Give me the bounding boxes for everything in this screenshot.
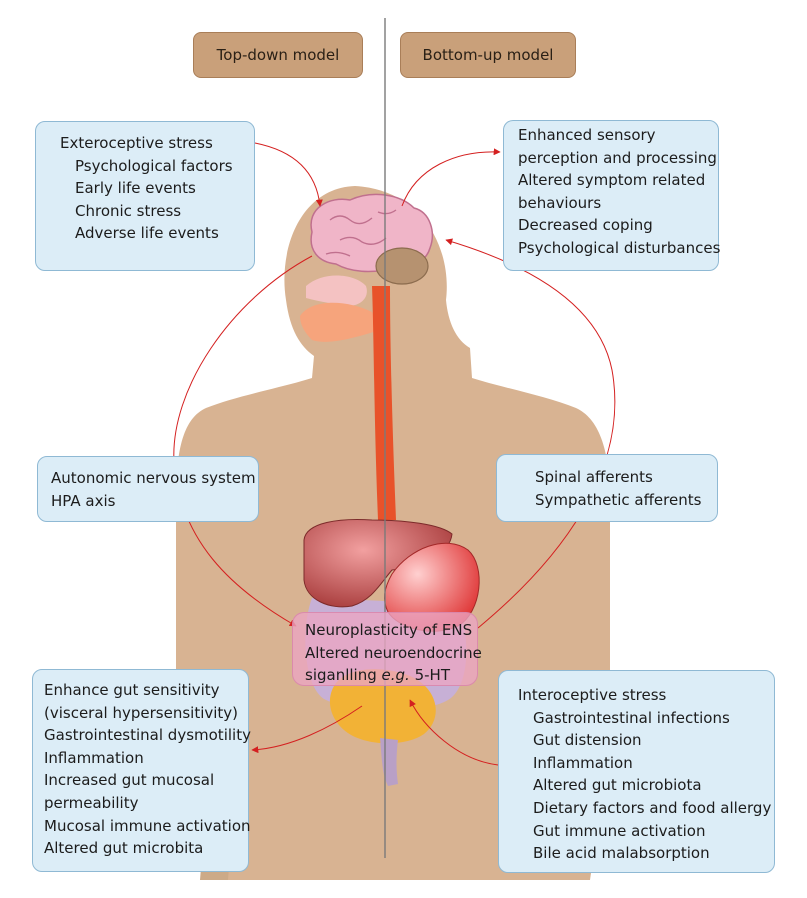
esophagus (372, 286, 396, 520)
interoceptive-item: Bile acid malabsorption (533, 844, 710, 863)
gut-effect-item: Increased gut mucosal (44, 771, 215, 790)
oral-cavity (306, 275, 367, 306)
top-down-label: Top-down model (216, 46, 340, 64)
autonomic-item: HPA axis (51, 491, 116, 510)
top-down-header: Top-down model (193, 32, 363, 78)
bottom-up-header: Bottom-up model (400, 32, 576, 78)
spinal-afferents-box: Spinal afferents Sympathetic afferents (496, 454, 718, 522)
bottom-up-effect-item: behaviours (518, 193, 602, 212)
arrow-gut-to-effects (251, 705, 363, 754)
ens-box: Neuroplasticity of ENS Altered neuroendo… (292, 612, 482, 687)
interoceptive-stress-box: Interoceptive stress Gastrointestinal in… (498, 670, 775, 873)
spinal-item: Spinal afferents (535, 468, 653, 486)
small-intestine (329, 669, 436, 744)
exteroceptive-item: Chronic stress (75, 201, 182, 220)
autonomic-item: Autonomic nervous system (51, 469, 256, 487)
exteroceptive-title: Exteroceptive stress (60, 134, 213, 152)
brain-folds (325, 209, 397, 257)
autonomic-box: Autonomic nervous system HPA axis (37, 456, 259, 522)
ens-line-3: siganlling e.g. 5-HT (305, 664, 477, 687)
gut-effects-box: Enhance gut sensitivity (visceral hypers… (32, 669, 251, 872)
interoceptive-item: Dietary factors and food allergy (533, 798, 772, 817)
exteroceptive-item: Psychological factors (75, 156, 233, 175)
bottom-up-effect-item: perception and processing (518, 148, 717, 167)
gut-effect-item: Gastrointestinal dysmotility (44, 726, 251, 745)
exteroceptive-stress-box: Exteroceptive stress Psychological facto… (35, 121, 255, 271)
gut-effect-item: Mucosal immune activation (44, 816, 251, 835)
interoceptive-item: Inflammation (533, 753, 633, 772)
ens-line-1: Neuroplasticity of ENS (305, 621, 473, 639)
gut-effect-item: (visceral hypersensitivity) (44, 703, 239, 722)
exteroceptive-item: Early life events (75, 179, 196, 198)
spinal-item: Sympathetic afferents (535, 490, 702, 509)
ens-line-3-prefix: siganlling (305, 666, 382, 685)
bottom-up-label: Bottom-up model (422, 46, 554, 64)
interoceptive-item: Gut distension (533, 731, 642, 750)
bottom-up-effect-item: Psychological disturbances (518, 238, 721, 257)
bottom-up-effect-item: Enhanced sensory (518, 126, 656, 144)
interoceptive-item: Gastrointestinal infections (533, 708, 730, 727)
gut-effect-item: permeability (44, 793, 139, 812)
bottom-up-effect-item: Altered symptom related (518, 171, 706, 190)
bottom-up-effects-box: Enhanced sensory perception and processi… (503, 120, 721, 271)
gut-effect-item: Enhance gut sensitivity (44, 681, 220, 699)
arrow-interoceptive-to-gut (409, 699, 499, 766)
exteroceptive-item: Adverse life events (75, 224, 219, 243)
ens-line-3-eg: e.g. (381, 666, 410, 685)
bottom-up-effect-item: Decreased coping (518, 216, 653, 235)
ens-line-3-suffix: 5-HT (409, 666, 450, 685)
ens-line-2: Altered neuroendocrine (305, 643, 482, 662)
gut-effect-item: Inflammation (44, 748, 144, 767)
interoceptive-item: Gut immune activation (533, 821, 706, 840)
arrow-exteroceptive-to-brain (254, 142, 323, 207)
cerebellum-icon (375, 247, 429, 285)
gut-effect-item: Altered gut microbita (44, 839, 204, 858)
arrow-brain-to-bottomup (401, 148, 501, 207)
interoceptive-title: Interoceptive stress (518, 686, 667, 704)
interoceptive-item: Altered gut microbiota (533, 776, 702, 795)
pharynx (300, 302, 380, 342)
